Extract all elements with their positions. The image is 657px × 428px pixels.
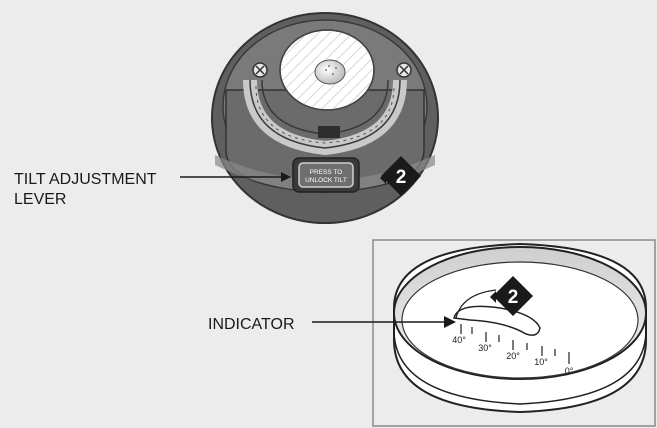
scale-label-40: 40° bbox=[452, 335, 466, 345]
callout-tilt-lever: TILT ADJUSTMENT LEVER bbox=[14, 171, 291, 208]
tilt-indicator-needle[interactable] bbox=[453, 305, 541, 336]
callout-tilt-lever-line1: TILT ADJUSTMENT bbox=[14, 171, 157, 188]
callout-tilt-lever-line2: LEVER bbox=[14, 191, 66, 208]
scale-label-10: 10° bbox=[534, 357, 548, 367]
button-text-line1: PRESS TO bbox=[310, 169, 343, 176]
step-badge-bottom: 2 bbox=[490, 276, 533, 316]
top-device-ball bbox=[314, 59, 346, 85]
top-device: PRESS TO UNLOCK TILT bbox=[211, 12, 439, 224]
bottom-device: 40° 30° 20° 10° 0° bbox=[393, 242, 647, 414]
callout-indicator-label: INDICATOR bbox=[208, 316, 295, 333]
screw-left-icon bbox=[252, 62, 268, 78]
step-number-bottom: 2 bbox=[508, 287, 519, 308]
tilt-scale bbox=[460, 324, 570, 364]
screw-right-icon bbox=[396, 62, 412, 78]
step-number-top: 2 bbox=[396, 167, 407, 188]
scale-label-20: 20° bbox=[506, 351, 520, 361]
callout-indicator: INDICATOR bbox=[208, 316, 456, 333]
button-text-line2: UNLOCK TILT bbox=[305, 177, 347, 184]
scale-label-0: 0° bbox=[565, 366, 574, 376]
scale-label-30: 30° bbox=[478, 343, 492, 353]
step-badge-top: 2 bbox=[380, 156, 421, 196]
